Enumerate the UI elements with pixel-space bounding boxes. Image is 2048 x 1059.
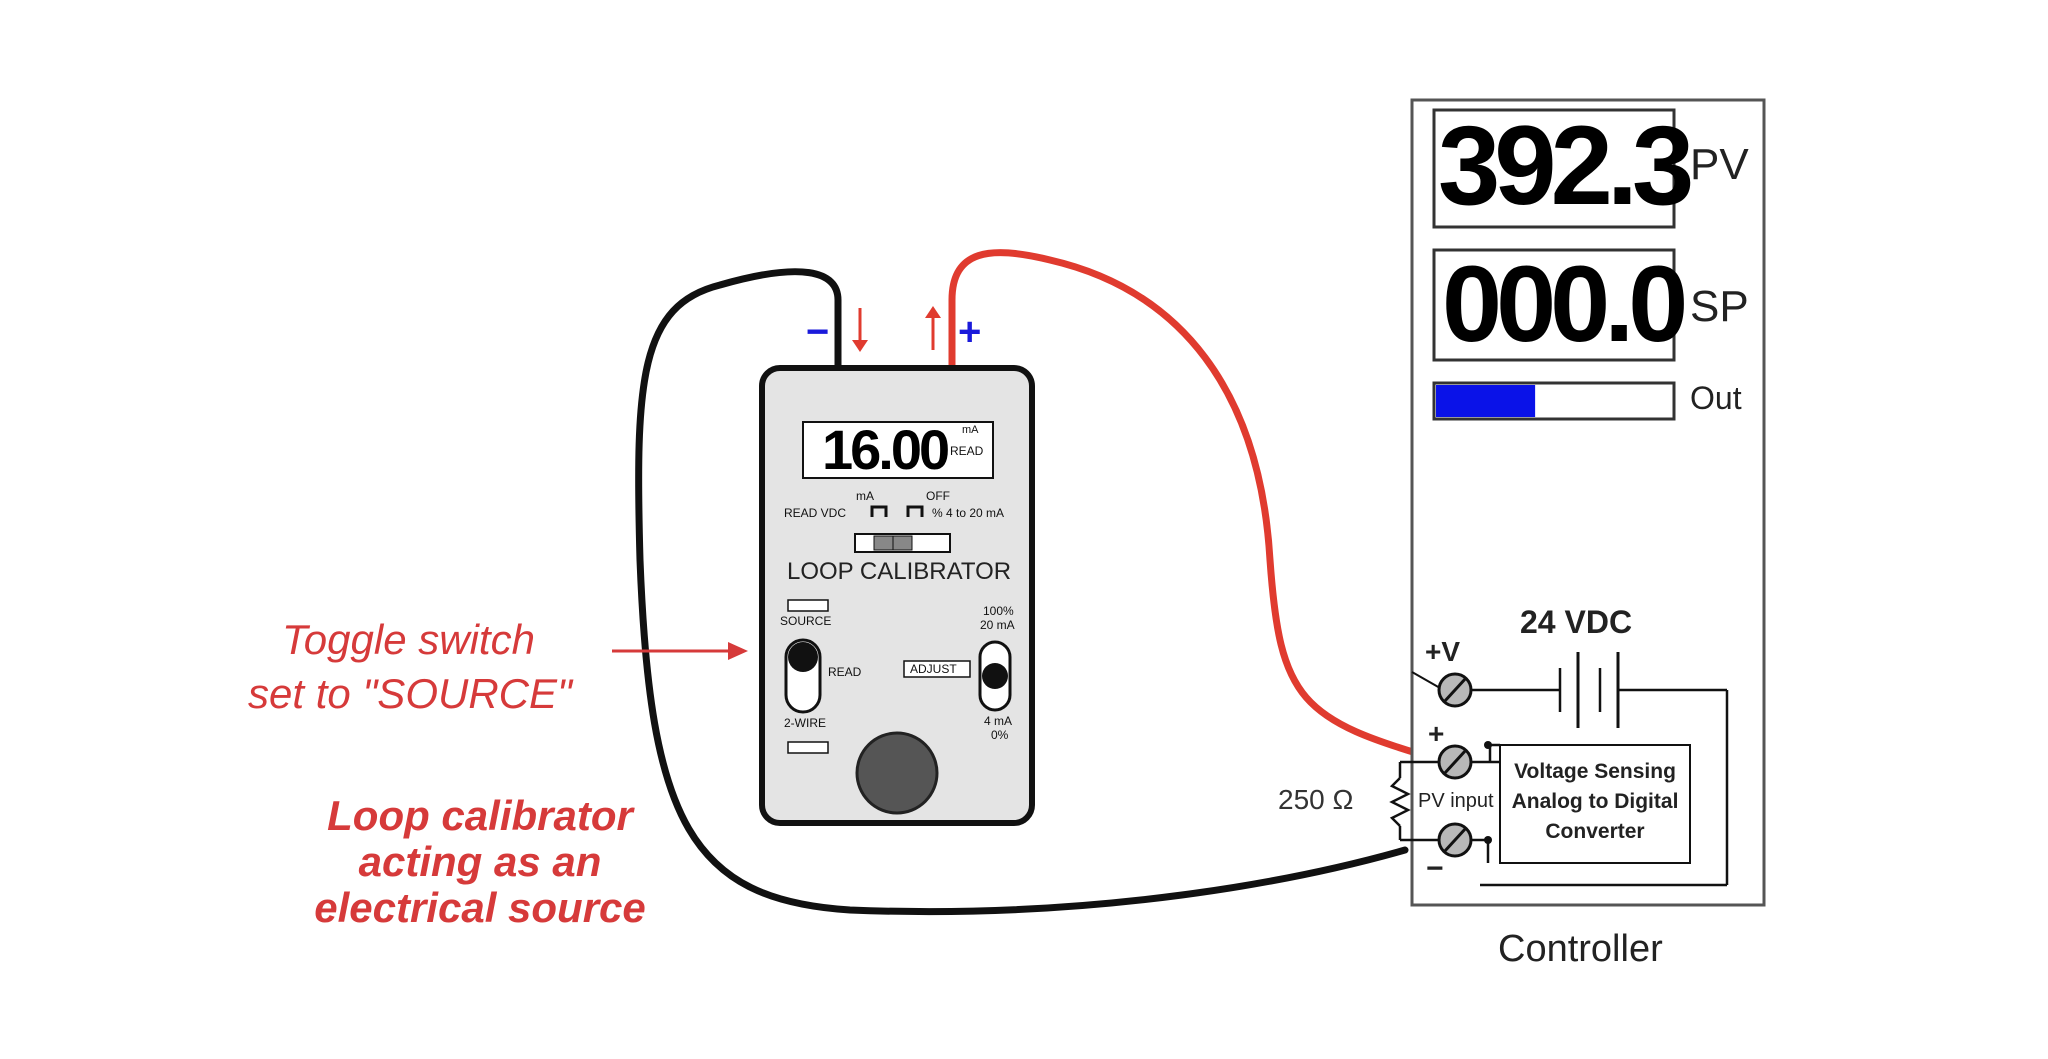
adjust-label: ADJUST bbox=[910, 662, 957, 676]
calibrator-title: LOOP CALIBRATOR bbox=[787, 558, 1012, 585]
source-annotation-line2: acting as an bbox=[358, 838, 602, 885]
calibrator-knob[interactable] bbox=[855, 731, 939, 815]
adjust-slider[interactable] bbox=[978, 640, 1012, 712]
pv-label: PV bbox=[1690, 140, 1749, 189]
ma-4-label: 4 mA bbox=[984, 714, 1013, 728]
mode-selector-marks bbox=[870, 505, 924, 517]
terminal-plus-v bbox=[1411, 671, 1473, 708]
toggle-annotation-line1: Toggle switch bbox=[282, 616, 535, 663]
resistor-label: 250 Ω bbox=[1278, 784, 1354, 815]
minus-junction-dot bbox=[1484, 836, 1492, 844]
pct-0-label: 0% bbox=[991, 728, 1009, 742]
controller-body bbox=[1410, 98, 1766, 907]
plus-v-label: +V bbox=[1425, 636, 1461, 667]
sp-display bbox=[1432, 248, 1676, 362]
two-wire-label: 2-WIRE bbox=[784, 716, 826, 730]
current-arrow-down bbox=[852, 308, 868, 352]
source-annotation-line1: Loop calibrator bbox=[327, 792, 633, 839]
current-arrow-up bbox=[925, 306, 941, 350]
terminal-minus bbox=[1437, 822, 1473, 858]
source-toggle-switch[interactable] bbox=[784, 638, 822, 714]
calibrator-display-mode: READ bbox=[950, 444, 984, 458]
sp-value: 000.0 bbox=[1442, 243, 1688, 364]
out-bar-fill bbox=[1436, 385, 1536, 417]
mode-label-off: OFF bbox=[926, 489, 950, 503]
red-wire bbox=[948, 249, 1444, 764]
out-label: Out bbox=[1690, 380, 1742, 416]
read-label: READ bbox=[828, 665, 862, 679]
black-wire bbox=[635, 268, 1409, 916]
adc-line3: Converter bbox=[1545, 820, 1645, 843]
adc-label: Voltage Sensing Analog to Digital Conver… bbox=[1500, 757, 1690, 847]
mode-label-percent: % 4 to 20 mA bbox=[932, 506, 1005, 520]
supply-label: 24 VDC bbox=[1520, 604, 1633, 640]
sp-label: SP bbox=[1690, 282, 1749, 331]
calibrator-lcd bbox=[802, 421, 994, 479]
plus-label: + bbox=[1428, 718, 1445, 749]
pv-display bbox=[1432, 108, 1676, 229]
toggle-annotation-line2: set to "SOURCE" bbox=[248, 670, 572, 717]
mode-slider[interactable] bbox=[854, 533, 951, 553]
toggle-annotation-arrow bbox=[612, 642, 748, 660]
adc-junction-dot bbox=[1484, 741, 1492, 749]
pv-input-label: PV input bbox=[1418, 790, 1494, 813]
adjust-box bbox=[903, 660, 971, 678]
two-wire-tag bbox=[787, 741, 829, 754]
source-tag bbox=[787, 599, 829, 612]
controller-name: Controller bbox=[1498, 928, 1663, 970]
source-label: SOURCE bbox=[780, 614, 832, 628]
ma-20-label: 20 mA bbox=[980, 618, 1015, 632]
calibrator-display-value: 16.00 bbox=[822, 418, 950, 481]
adc-line1: Voltage Sensing bbox=[1514, 760, 1676, 783]
terminal-minus-marker: − bbox=[806, 310, 830, 354]
mode-label-ma: mA bbox=[856, 489, 874, 503]
mode-label-read-vdc: READ VDC bbox=[784, 506, 847, 520]
source-annotation-line3: electrical source bbox=[314, 884, 646, 931]
pct-100-label: 100% bbox=[983, 604, 1014, 618]
calibrator-body bbox=[759, 365, 1035, 826]
terminal-plus bbox=[1437, 744, 1473, 780]
adc-line2: Analog to Digital bbox=[1511, 790, 1679, 813]
minus-label: − bbox=[1426, 852, 1444, 885]
terminal-plus-marker: + bbox=[958, 310, 982, 354]
pv-value: 392.3 bbox=[1438, 103, 1694, 228]
calibrator-display-unit: mA bbox=[962, 424, 979, 436]
